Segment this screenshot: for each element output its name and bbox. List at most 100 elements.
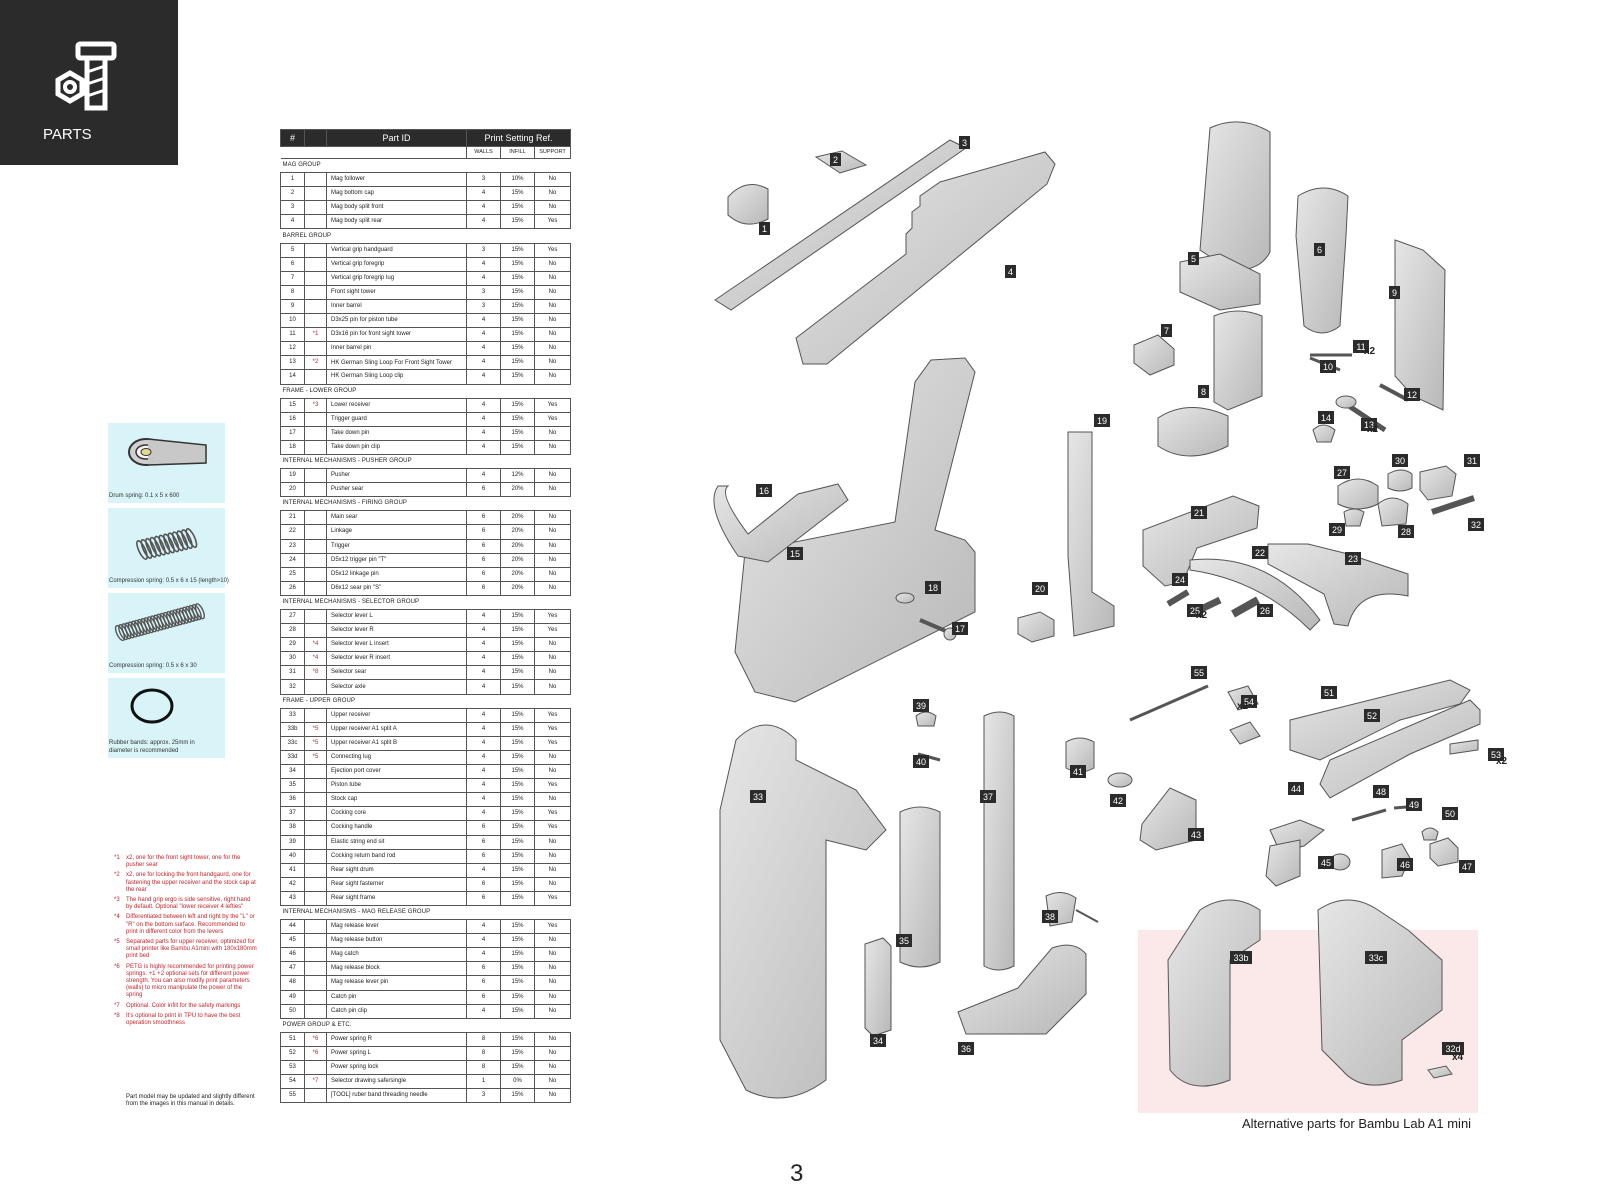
cell-name: Mag release block: [326, 961, 467, 977]
quantity-multiplier: x2: [1364, 346, 1376, 357]
svg-text:23: 23: [1348, 554, 1358, 564]
cell-name: Inner barrel pin: [326, 341, 467, 357]
cell-support: No: [533, 186, 572, 202]
cell-name: Mag release lever: [326, 919, 467, 935]
cell-walls: 6: [466, 989, 501, 1005]
front-sight-tower-shape: [1213, 310, 1263, 411]
cell-num: 51: [280, 1031, 305, 1047]
svg-text:19: 19: [1097, 416, 1107, 426]
svg-text:26: 26: [1260, 606, 1270, 616]
cell-walls: 4: [466, 707, 501, 723]
cell-infill: 15%: [500, 735, 535, 751]
coil-turn: [158, 534, 171, 555]
group-label: POWER GROUP & ETC.: [280, 1017, 571, 1033]
spring-caption: Rubber bands: approx. 25mm in: [109, 740, 195, 746]
callout-47: 47: [1459, 860, 1475, 873]
svg-text:25: 25: [1190, 606, 1200, 616]
svg-text:6: 6: [1317, 245, 1322, 255]
cell-walls: 4: [466, 186, 501, 202]
callout-40: 40: [913, 755, 929, 768]
cell-num: 34: [280, 764, 305, 780]
cell-num: 18: [280, 439, 305, 455]
cell-walls: 4: [466, 623, 501, 639]
cell-note: [304, 270, 327, 286]
svg-text:2: 2: [833, 155, 838, 165]
cell-name: HK German Sling Loop clip: [326, 369, 467, 385]
svg-text:32: 32: [1471, 520, 1481, 530]
cell-num: 50: [280, 1003, 305, 1019]
svg-text:11: 11: [1356, 342, 1365, 352]
cell-num: 16: [280, 411, 305, 427]
cell-walls: 3: [466, 284, 501, 300]
cell-num: 28: [280, 623, 305, 639]
cell-note: [304, 552, 327, 568]
cell-name: Piston tube: [326, 778, 467, 794]
cell-infill: 15%: [500, 270, 535, 286]
foregrip-lug-shape: [1133, 334, 1175, 376]
cell-walls: 4: [466, 721, 501, 737]
cell-num: 32: [280, 679, 305, 695]
cell-note: [304, 862, 327, 878]
cell-name: Power spring R: [326, 1031, 467, 1047]
cell-infill: 15%: [500, 186, 535, 202]
cell-num: 19: [280, 468, 305, 484]
callout-48: 48: [1373, 785, 1389, 798]
cell-num: 4: [280, 214, 305, 230]
cell-note: [304, 580, 327, 596]
cell-num: 33b: [280, 721, 305, 737]
cell-infill: 15%: [500, 623, 535, 639]
cell-name: Connecting lug: [326, 749, 467, 766]
svg-text:21: 21: [1194, 508, 1204, 518]
cell-num: 31: [280, 665, 305, 681]
cell-infill: 15%: [500, 975, 535, 991]
cell-note: [304, 1059, 327, 1076]
cell-infill: 15%: [500, 665, 535, 681]
cell-name: Mag follower: [326, 172, 467, 188]
cell-support: No: [533, 425, 572, 441]
svg-text:15: 15: [790, 549, 800, 559]
cell-note: [304, 975, 327, 991]
coil-turn: [172, 531, 184, 552]
cell-name: Ejection port cover: [326, 764, 467, 780]
svg-text:16: 16: [759, 486, 769, 496]
cocking-core-shape: [983, 711, 1015, 971]
svg-text:37: 37: [983, 792, 993, 802]
cell-support: Yes: [533, 721, 572, 737]
cell-infill: 15%: [500, 1045, 535, 1062]
cell-support: No: [533, 679, 572, 695]
quantity-multiplier: x2: [1367, 424, 1379, 435]
cell-name: Rear sight frame: [326, 890, 467, 906]
svg-text:33b: 33b: [1233, 953, 1248, 963]
svg-text:22: 22: [1255, 548, 1265, 558]
group-label: BARREL GROUP: [280, 228, 571, 244]
cell-note: [304, 284, 327, 300]
cell-infill: 15%: [500, 862, 535, 878]
callout-16: 16: [756, 484, 772, 497]
front-sight-ring-shape: [1157, 407, 1229, 457]
cell-note: [304, 876, 327, 892]
vertical-grip-handguard-base-shape: [1179, 253, 1261, 311]
cell-name: Rear sight fasterner: [326, 876, 467, 892]
group-label: FRAME - UPPER GROUP: [280, 693, 571, 709]
svg-text:51: 51: [1324, 688, 1334, 698]
cell-infill: 15%: [500, 778, 535, 794]
cell-walls: 4: [466, 411, 501, 427]
cell-name: Stock cap: [326, 792, 467, 808]
cell-name: Selector axle: [326, 679, 467, 695]
cell-num: 40: [280, 848, 305, 864]
callout-18: 18: [925, 581, 941, 594]
cell-name: Catch pin: [326, 989, 467, 1005]
cell-name: Selector lever L insert: [326, 637, 467, 653]
